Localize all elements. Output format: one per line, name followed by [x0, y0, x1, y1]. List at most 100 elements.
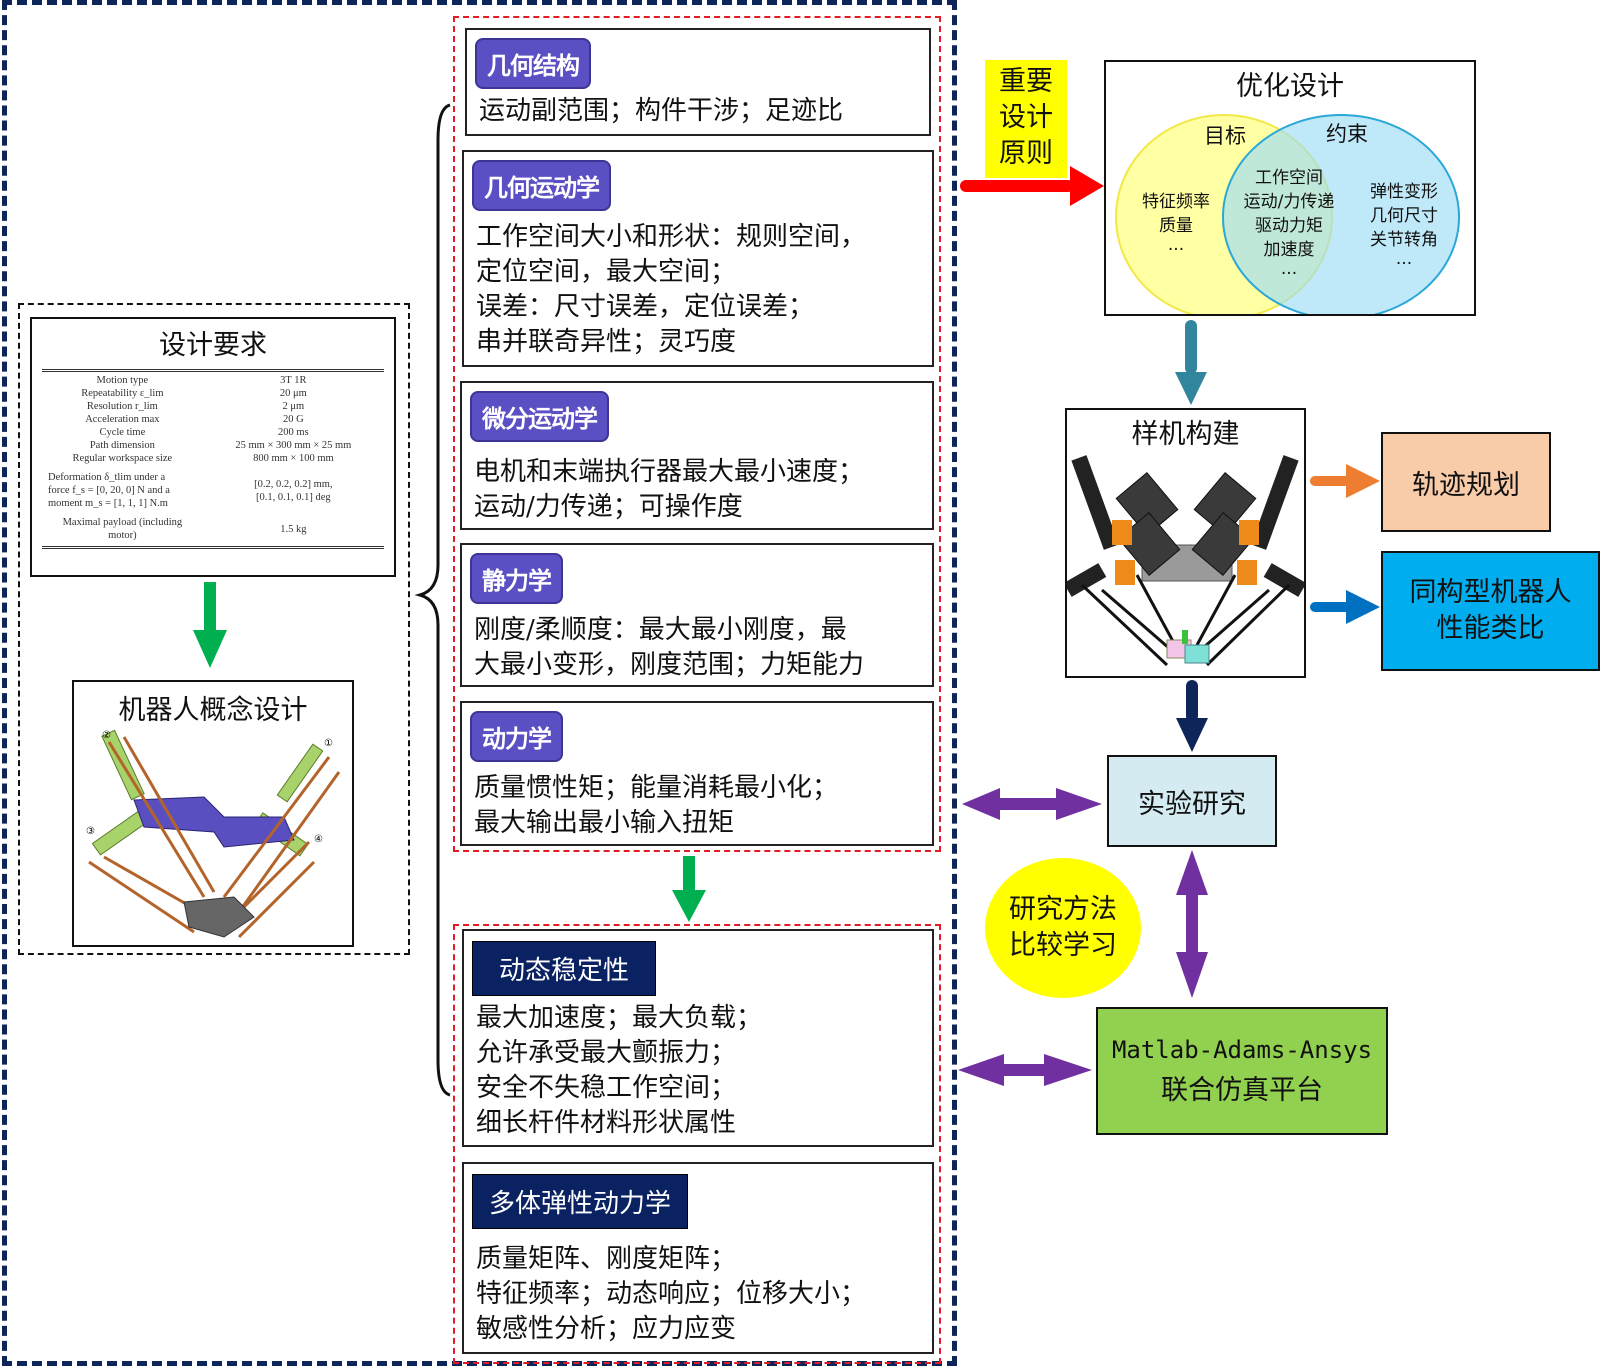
isomorphic-comparison-box: 同构型机器人 性能类比 — [1381, 551, 1600, 671]
requirements-title: 设计要求 — [159, 330, 267, 361]
topic-text: 质量惯性矩；能量消耗最小化； 最大输出最小输入扭矩 — [474, 773, 839, 838]
prototype-robot-illustration — [1067, 455, 1304, 667]
topic-geometric-structure: 几何结构 运动副范围；构件干涉；足迹比 — [465, 28, 931, 136]
optimization-title: 优化设计 — [1236, 71, 1344, 102]
venn-objective-label: 目标 — [1204, 124, 1246, 148]
requirement-value: 25 mm × 300 mm × 25 mm — [235, 440, 352, 451]
robot-base-frame — [133, 796, 295, 848]
topic-badge: 动力学 — [470, 711, 563, 762]
table-rule-bottom — [42, 546, 384, 549]
topic-differential-kinematics: 微分运动学 电机和末端执行器最大最小速度； 运动/力传递；可操作度 — [460, 381, 934, 530]
venn-diagram — [1115, 114, 1460, 314]
prototype-arms — [1067, 455, 1304, 597]
robot-arm-1 — [276, 743, 324, 803]
venn-shared-items: 工作空间 运动/力传递 驱动力矩 加速度 ··· — [1243, 168, 1335, 284]
topic-badge: 几何结构 — [475, 38, 591, 89]
cosimulation-platform-box: Matlab-Adams-Ansys 联合仿真平台 — [1096, 1007, 1388, 1135]
topic-badge: 多体弹性动力学 — [472, 1174, 689, 1229]
arrow-prototype-to-isomorphic — [1310, 590, 1380, 624]
topic-text: 刚度/柔顺度：最大最小刚度，最 大最小变形，刚度范围；力矩能力 — [474, 615, 865, 680]
table-row: Path dimension 25 mm × 300 mm × 25 mm — [42, 439, 384, 452]
topic-text: 质量矩阵、刚度矩阵； 特征频率；动态响应；位移大小； 敏感性分析；应力应变 — [476, 1244, 867, 1344]
prototype-title: 样机构建 — [1131, 419, 1240, 450]
venn-constraint-label: 约束 — [1326, 122, 1368, 146]
design-principle-label: 重要 设计 原则 — [985, 60, 1067, 178]
requirement-key: Resolution r_lim — [86, 401, 158, 412]
deformation-value-1: [0.2, 0.2, 0.2] mm, — [254, 478, 333, 490]
requirement-value: 20 G — [283, 414, 304, 425]
deformation-key-1: Deformation δ_tlim under a — [48, 472, 166, 483]
prototype-rods — [1080, 574, 1291, 667]
table-row: Repeatability ε_lim 20 μm — [42, 387, 384, 400]
optimization-design-box: 优化设计 目标 约束 特征频率 质量 ··· 工作空间 运动/力传递 驱动力矩 … — [1104, 60, 1476, 316]
arrow-experiment-analysis-bidirectional — [962, 788, 1102, 820]
deformation-value-2: [0.1, 0.1, 0.1] deg — [256, 491, 331, 503]
requirement-key: Motion type — [96, 375, 149, 386]
requirement-key: Acceleration max — [85, 414, 160, 425]
requirement-value: 800 mm × 100 mm — [253, 453, 334, 464]
requirement-key: Repeatability ε_lim — [81, 388, 164, 399]
trajectory-planning-box: 轨迹规划 — [1381, 432, 1551, 532]
requirement-key: Regular workspace size — [72, 453, 173, 464]
grouping-brace — [414, 103, 451, 1097]
prototype-reducers — [1112, 520, 1259, 585]
topic-dynamics: 动力学 质量惯性矩；能量消耗最小化； 最大输出最小输入扭矩 — [460, 701, 934, 846]
topic-text: 运动副范围；构件干涉；足迹比 — [479, 96, 844, 126]
topic-text: 电机和末端执行器最大最小速度； 运动/力传递；可操作度 — [474, 457, 865, 522]
topic-geometric-kinematics: 几何运动学 工作空间大小和形状：规则空间， 定位空间，最大空间； 误差：尺寸误差… — [462, 150, 934, 367]
cosimulation-label: 联合仿真平台 — [1161, 1074, 1323, 1106]
prototype-build-box: 样机构建 — [1065, 408, 1306, 678]
requirements-table: Motion type 3T 1R Repeatability ε_lim 20 μm… — [42, 369, 384, 549]
arm-label-4: ④ — [314, 834, 323, 845]
prototype-end-effector — [1166, 630, 1210, 664]
requirement-value: 200 ms — [278, 427, 309, 438]
analysis-group-kinematics — [453, 16, 941, 852]
table-row: Resolution r_lim 2 μm — [42, 400, 384, 413]
venn-constraint-items: 弹性变形 几何尺寸 关节转角 ··· — [1370, 182, 1438, 274]
cosimulation-tools: Matlab-Adams-Ansys — [1111, 1035, 1373, 1064]
experimental-study-box: 实验研究 — [1107, 755, 1277, 847]
topic-badge: 动态稳定性 — [472, 941, 657, 996]
arm-label-3: ③ — [86, 826, 95, 837]
analysis-group-dynamics — [453, 924, 941, 1364]
topic-multibody-elastic-dynamics: 多体弹性动力学 质量矩阵、刚度矩阵； 特征频率；动态响应；位移大小； 敏感性分析… — [462, 1162, 934, 1354]
table-row: Cycle time 200 ms — [42, 426, 384, 439]
arrow-optimization-to-prototype — [1175, 320, 1207, 405]
topic-badge: 几何运动学 — [472, 160, 611, 211]
table-rule-top — [42, 369, 384, 372]
requirement-value: 2 μm — [282, 401, 305, 412]
topic-text: 最大加速度；最大负载； 允许承受最大颤振力； 安全不失稳工作空间； 细长杆件材料… — [476, 1003, 763, 1138]
arrow-prototype-to-trajectory — [1310, 464, 1380, 498]
venn-constraint-circle — [1222, 114, 1460, 314]
concept-robot-illustration: ② ① ③ ④ — [86, 729, 341, 939]
topic-dynamic-stability: 动态稳定性 最大加速度；最大负载； 允许承受最大颤振力； 安全不失稳工作空间； … — [462, 929, 934, 1147]
arm-label-1: ① — [324, 738, 333, 749]
table-row-payload: Maximal payload (including motor) 1.5 kg — [42, 516, 384, 542]
arrow-experiment-simulation-bidirectional — [1176, 850, 1208, 998]
prototype-motors — [1115, 472, 1257, 576]
table-row: Acceleration max 20 G — [42, 413, 384, 426]
payload-value: 1.5 kg — [280, 523, 307, 535]
requirement-key: Path dimension — [89, 440, 155, 451]
arm-label-2: ② — [102, 730, 111, 741]
deformation-key-2: force f_s = [0, 20, 0] N and a — [48, 485, 170, 496]
concept-design-box: 机器人概念设计 ② ① ③ ④ — [72, 680, 354, 947]
design-input-group — [18, 303, 410, 955]
requirement-value: 20 μm — [279, 388, 307, 399]
table-row: Regular workspace size 800 mm × 100 mm — [42, 452, 384, 465]
requirement-key: Cycle time — [99, 427, 146, 438]
topic-statics: 静力学 刚度/柔顺度：最大最小刚度，最 大最小变形，刚度范围；力矩能力 — [460, 543, 934, 687]
venn-objective-items: 特征频率 质量 ··· — [1142, 192, 1210, 260]
concept-title: 机器人概念设计 — [118, 695, 308, 726]
research-method-circle: 研究方法 比较学习 — [985, 858, 1141, 998]
arrow-prototype-to-experiment — [1176, 680, 1208, 752]
topic-text: 工作空间大小和形状：规则空间， 定位空间，最大空间； 误差：尺寸误差，定位误差；… — [476, 222, 867, 357]
requirement-value: 3T 1R — [280, 375, 307, 386]
payload-key-2: motor) — [108, 530, 137, 541]
deformation-key-3: moment m_s = [1, 1, 1] N.m — [48, 498, 168, 509]
topic-badge: 静力学 — [470, 553, 563, 604]
topic-badge: 微分运动学 — [470, 391, 609, 442]
table-row-deformation: Deformation δ_tlim under a force f_s = [… — [42, 471, 384, 510]
robot-end-effector — [183, 896, 255, 938]
